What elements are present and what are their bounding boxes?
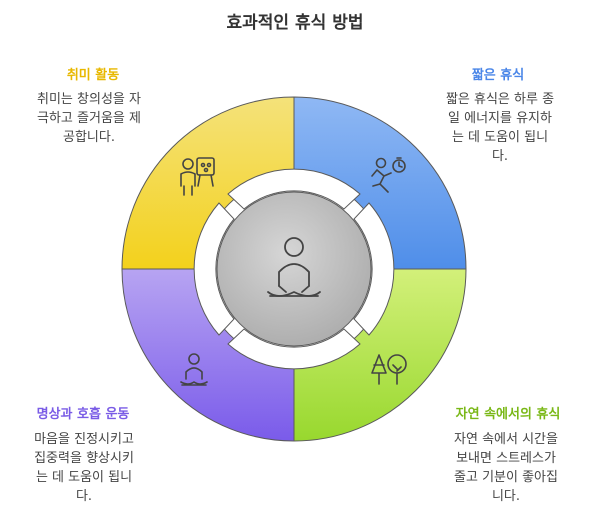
trees-icon [371, 354, 407, 385]
inner-ring-gap-left [193, 202, 235, 336]
short-break-label: 짧은 휴식 [471, 68, 525, 83]
hobby-label: 취미 활동 [66, 68, 120, 83]
hobby-description: 취미는 창의성을 자 극하고 즐거움을 제 공합니다. [37, 92, 141, 145]
short-break-description: 짧은 휴식은 하루 종 일 에너지를 유지하 는 데 도움이 됩니 다. [445, 92, 555, 164]
meditating-person-icon [180, 353, 208, 386]
meditation-label: 명상과 호흡 운동 [36, 407, 130, 422]
center-meditating-person-icon [267, 237, 321, 297]
easel-person-icon [180, 157, 215, 196]
inner-ring-gap-right [353, 202, 395, 336]
running-person-stopwatch-icon [371, 157, 406, 193]
inner-ring-gap-top [227, 168, 361, 210]
nature-label: 자연 속에서의 휴식 [455, 407, 561, 422]
meditation-description: 마음을 진정시키고 집중력을 향상시키 는 데 도움이 됩니 다. [34, 432, 134, 504]
nature-description: 자연 속에서 시간을 보내면 스트레스가 줄고 기분이 좋아집 니다. [454, 432, 558, 504]
diagram-title: 효과적인 휴식 방법 [226, 13, 364, 33]
center-circle [216, 191, 372, 347]
inner-ring-gap-bottom [227, 328, 361, 370]
